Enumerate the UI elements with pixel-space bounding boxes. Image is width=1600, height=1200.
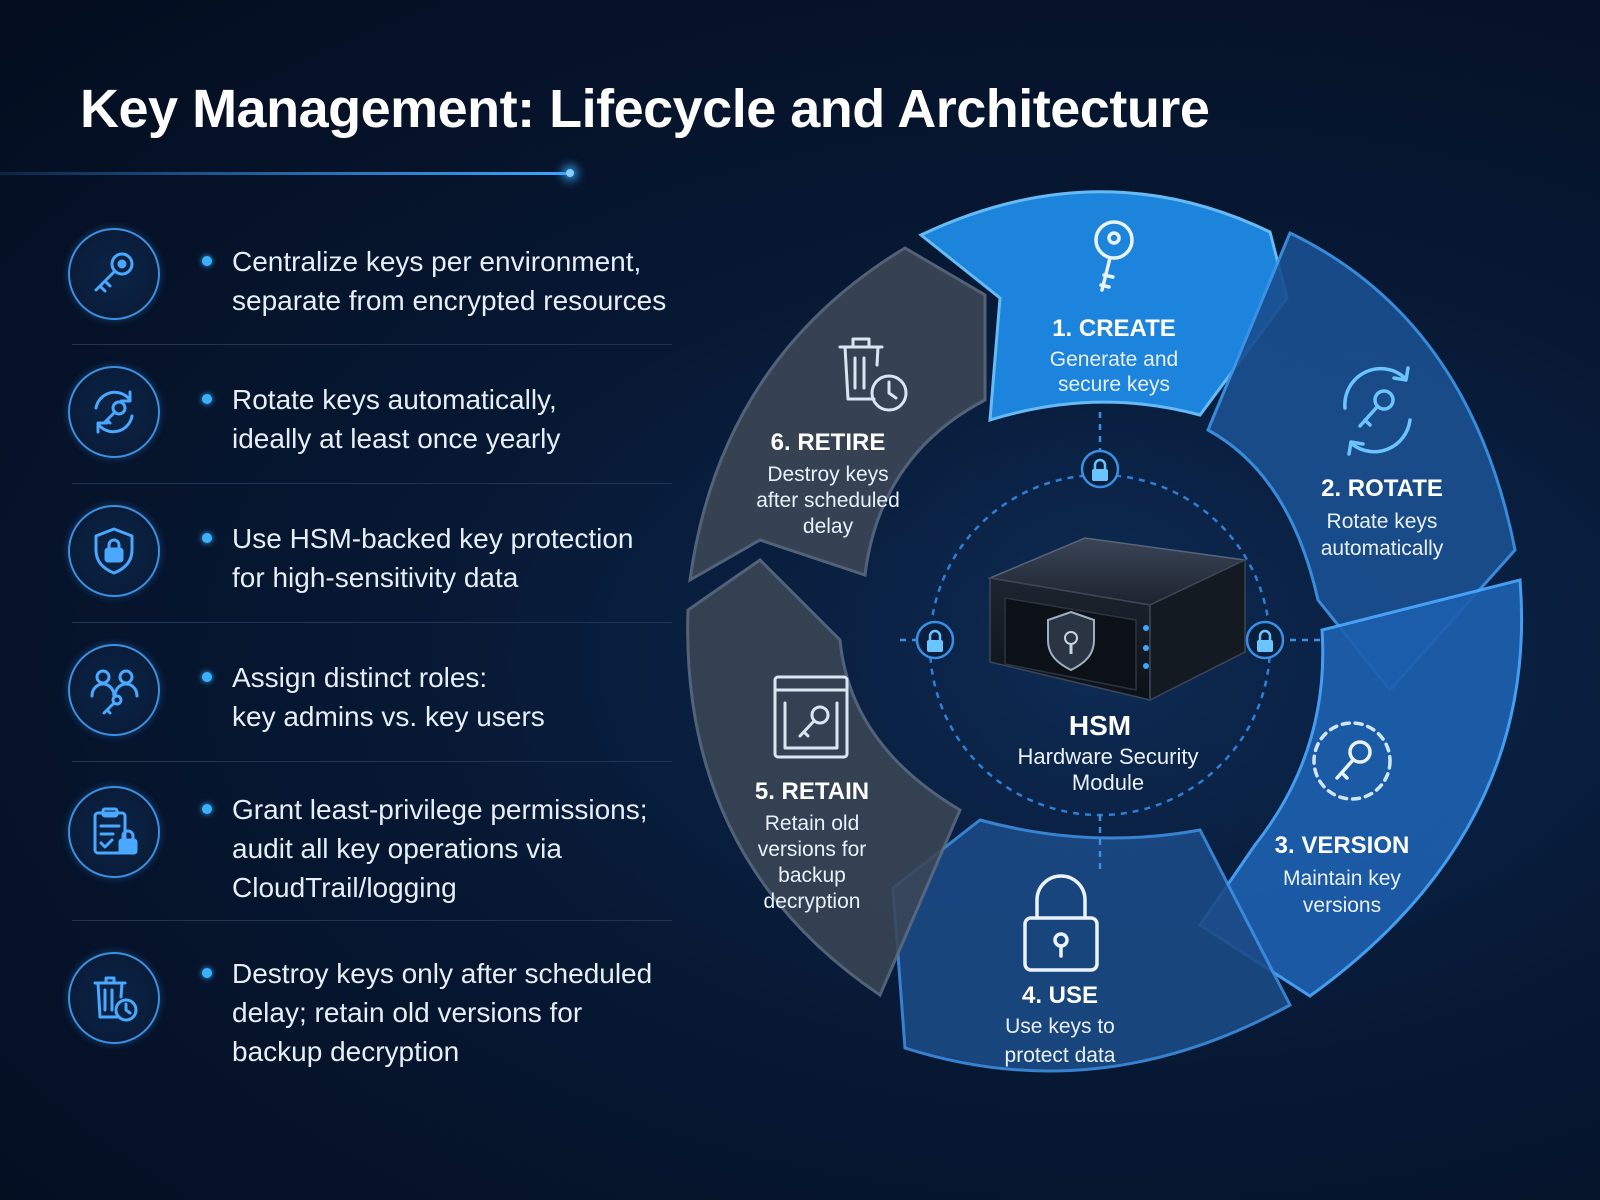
segment-desc: Retain old [765,812,860,835]
segment-desc: decryption [764,890,861,913]
segment-retain[interactable] [686,558,962,998]
segment-title: 3. VERSION [1275,832,1410,859]
bullet [202,256,212,266]
bullet [202,804,212,814]
practice-line: backup decryption [232,1036,460,1067]
segment-desc: Use keys to [1005,1015,1115,1038]
practice-line: Grant least-privilege permissions; [232,794,648,825]
bullet [202,672,212,682]
clipboard-lock-icon [68,786,160,878]
segment-use[interactable] [891,818,1293,1073]
divider [72,761,672,762]
segment-create[interactable] [918,190,1289,423]
segment-version[interactable] [1197,578,1524,998]
segment-desc: versions for [758,838,867,861]
key-icon [1094,220,1134,292]
segment-desc: Rotate keys [1327,510,1438,533]
practice-line: for high-sensitivity data [232,562,519,593]
segment-desc: automatically [1321,537,1444,560]
practice-line: separate from encrypted resources [232,285,667,316]
bullet [202,533,212,543]
hsm-desc: Hardware Security [1018,744,1199,769]
bullet [202,968,212,978]
practice-line: ideally at least once yearly [232,423,561,454]
rotate-key-icon [1343,366,1412,456]
practice-line: delay; retain old versions for [232,997,583,1028]
practice-line: Use HSM-backed key protection [232,523,634,554]
segment-title: 2. ROTATE [1321,475,1443,502]
segment-desc: delay [803,515,854,538]
hsm-title: HSM [1069,710,1131,741]
segment-title: 5. RETAIN [755,778,869,805]
segment-rotate[interactable] [1206,230,1517,693]
divider [72,483,672,484]
trash-clock-icon [838,337,908,412]
bullet [202,394,212,404]
practice-line: key admins vs. key users [232,701,545,732]
lock-node-icon [1245,620,1285,660]
practice-text: Grant least-privilege permissions; audit… [232,790,672,907]
practice-line: Destroy keys only after scheduled [232,958,653,989]
best-practices-list: Centralize keys per environment, separat… [0,0,680,1200]
practice-line: audit all key operations via [232,833,562,864]
versioned-key-icon [1312,721,1392,801]
segment-desc: backup [778,864,846,887]
practice-text: Rotate keys automatically, ideally at le… [232,380,672,458]
segment-desc: Destroy keys [767,463,888,486]
divider [72,920,672,921]
practice-line: Rotate keys automatically, [232,384,557,415]
shield-lock-icon [68,505,160,597]
practice-text: Centralize keys per environment, separat… [232,242,672,320]
segment-desc: Generate and [1050,348,1178,371]
segment-desc: secure keys [1058,373,1170,396]
segment-desc: after scheduled [756,489,900,512]
lock-node-icon [915,620,955,660]
title-underline-glow [566,169,574,177]
page-title: Key Management: Lifecycle and Architectu… [80,79,1210,139]
hsm-server-icon [987,537,1248,702]
key-icon [68,228,160,320]
segment-desc: protect data [1005,1044,1116,1067]
practice-text: Assign distinct roles: key admins vs. ke… [232,658,672,736]
segment-retire[interactable] [688,246,987,583]
hsm-desc: Module [1072,770,1144,795]
lock-node-icon [1080,449,1120,489]
padlock-icon [1023,874,1099,972]
trash-clock-icon [68,952,160,1044]
practice-line: Centralize keys per environment, [232,246,642,277]
rotate-key-icon [68,366,160,458]
segment-desc: versions [1303,894,1381,917]
title-underline [0,172,572,175]
divider [72,344,672,345]
practice-text: Use HSM-backed key protection for high-s… [232,519,672,597]
lifecycle-diagram: 1. CREATE Generate and secure keys 2. RO… [680,190,1524,1073]
practice-line: CloudTrail/logging [232,872,457,903]
segment-title: 1. CREATE [1052,315,1176,342]
segment-title: 4. USE [1022,982,1098,1009]
divider [72,622,672,623]
archive-key-icon [773,675,849,759]
practice-text: Destroy keys only after scheduled delay;… [232,954,672,1071]
practice-line: Assign distinct roles: [232,662,488,693]
segment-desc: Maintain key [1283,867,1401,890]
users-key-icon [68,644,160,736]
segment-title: 6. RETIRE [771,429,886,456]
